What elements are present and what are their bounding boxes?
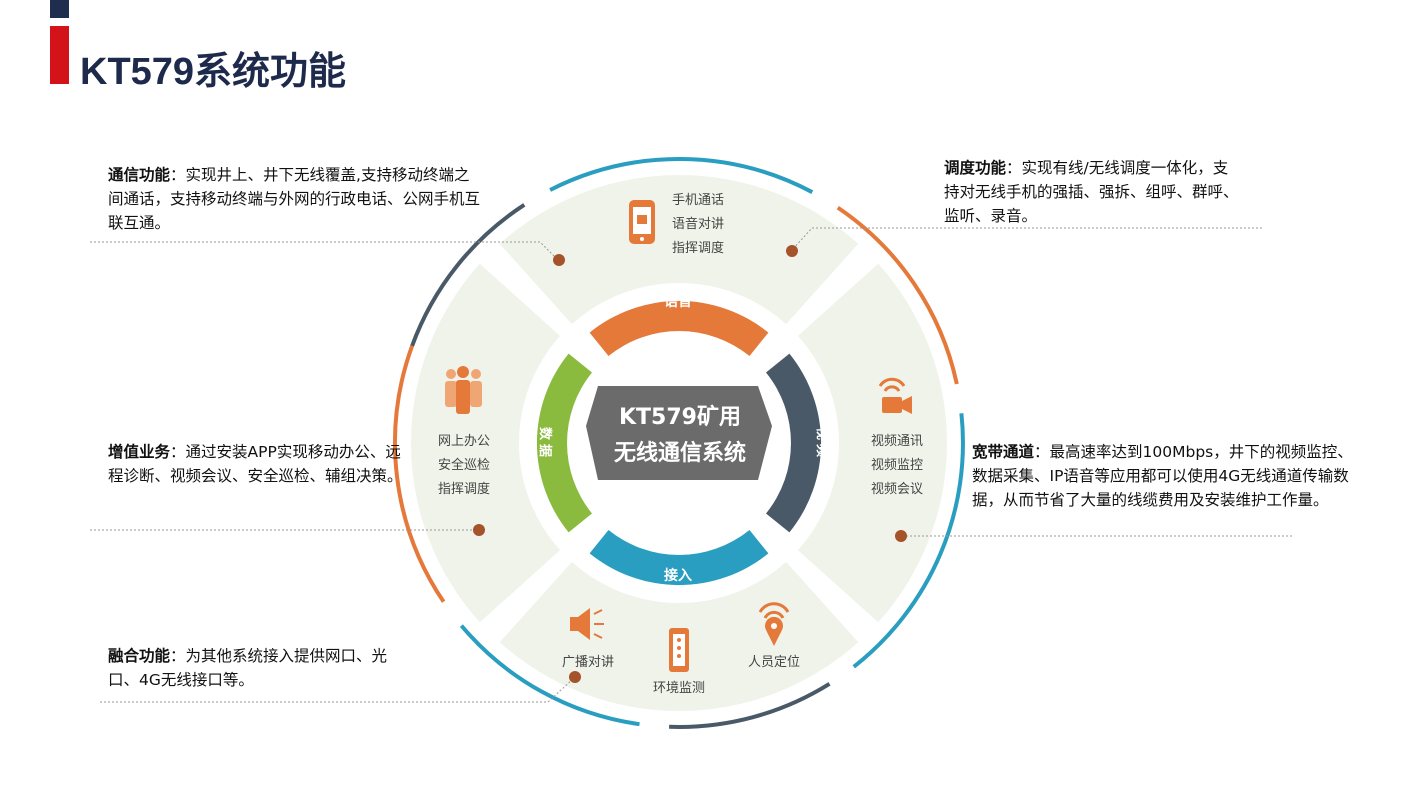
video-camera-icon [878, 377, 912, 414]
bottom-sector-label-environment: 环境监测 [653, 681, 705, 696]
connector-comm [90, 241, 559, 261]
bottom-sector-label-location: 人员定位 [748, 655, 800, 670]
loudspeaker-icon [570, 608, 604, 640]
ring-arc-video [766, 353, 822, 533]
ring-arc-data [536, 353, 592, 533]
title-accent-red [50, 26, 69, 84]
callout-comm-sep: ： [170, 166, 186, 184]
connector-dispatch [791, 227, 1262, 251]
mobile-phone-icon [629, 200, 655, 244]
connector-dot-value [473, 524, 485, 536]
ring-label-video: 视频 [814, 427, 830, 461]
outer-ring-segment-teal-1 [549, 157, 814, 194]
connector-dot-fusion [569, 671, 581, 683]
outer-ring-segment-orange-2 [393, 345, 446, 603]
ring-arc-access [589, 530, 769, 586]
bottom-sector-label-broadcast: 广播对讲 [562, 655, 614, 670]
callout-fusion-body: 为其他系统接入提供网口、光口、4G无线接口等。 [108, 647, 388, 689]
connector-dot-comm [553, 254, 565, 266]
callout-broadband-sep: ： [1034, 443, 1050, 461]
outer-ring-segment-slate-2 [669, 682, 831, 729]
callout-fusion: 融合功能：为其他系统接入提供网口、光口、4G无线接口等。 [108, 644, 408, 692]
top-sector-item-3: 指挥调度 [672, 240, 724, 256]
callout-broadband-body: 最高速率达到100Mbps，井下的视频监控、数据采集、IP语音等应用都可以使用4… [972, 443, 1353, 509]
connector-dot-broadband [895, 530, 907, 542]
center-title-line2: 无线通信系统 [614, 440, 746, 466]
connector-dot-dispatch [786, 245, 798, 257]
callout-dispatch-body: 实现有线/无线调度一体化，支持对无线手机的强插、强拆、组呼、群呼、监听、录音。 [944, 159, 1239, 225]
right-sector-item-1: 视频通讯 [871, 434, 923, 449]
ring-label-voice: 语音 [664, 293, 692, 310]
left-sector-item-1: 网上办公 [438, 434, 490, 449]
inner-ring [536, 300, 822, 586]
callout-dispatch-head: 调度功能 [944, 159, 1007, 177]
center-title-line1: KT579矿用 [619, 404, 741, 430]
connector-dots [473, 245, 907, 683]
callout-value: 增值业务：通过安装APP实现移动办公、远程诊断、视频会议、安全巡检、辅组决策。 [108, 440, 404, 488]
callout-value-body: 通过安装APP实现移动办公、远程诊断、视频会议、安全巡检、辅组决策。 [108, 443, 403, 485]
callout-comm-body: 实现井上、井下无线覆盖,支持移动终端之间通话，支持移动终端与外网的行政电话、公网… [108, 166, 481, 232]
callout-broadband-head: 宽带通道 [972, 443, 1035, 461]
callout-comm-head: 通信功能 [108, 166, 171, 184]
ring-arc-voice [589, 300, 769, 356]
connector-fusion [100, 677, 575, 703]
outer-ring [393, 157, 965, 729]
top-sector-item-1: 手机通话 [672, 193, 724, 208]
callout-broadband: 宽带通道：最高速率达到100Mbps，井下的视频监控、数据采集、IP语音等应用都… [972, 440, 1364, 512]
right-sector-item-3: 视频会议 [871, 482, 923, 497]
ring-label-data: 数据 [537, 427, 553, 461]
sector-panel-left [410, 263, 561, 623]
callout-fusion-head: 融合功能 [108, 647, 171, 665]
outer-ring-segment-orange-1 [836, 205, 959, 385]
callout-value-sep: ： [170, 443, 186, 461]
callout-comm: 通信功能：实现井上、井下无线覆盖,支持移动终端之间通话，支持移动终端与外网的行政… [108, 163, 480, 235]
people-group-icon [445, 366, 482, 414]
callout-dispatch-sep: ： [1006, 159, 1022, 177]
outer-ring-segment-slate-1 [410, 203, 526, 347]
sector-panel-top [499, 174, 859, 325]
callout-fusion-sep: ： [170, 647, 186, 665]
environment-sensor-icon [669, 628, 689, 672]
title-accent-navy [50, 0, 69, 18]
outer-ring-segment-teal-3 [459, 624, 640, 727]
left-sector-item-3: 指挥调度 [438, 481, 490, 497]
location-pin-icon [758, 602, 790, 646]
connector-lines [90, 227, 1294, 703]
top-sector-item-2: 语音对讲 [672, 216, 724, 232]
callout-dispatch: 调度功能：实现有线/无线调度一体化，支持对无线手机的强插、强拆、组呼、群呼、监听… [944, 156, 1240, 228]
sector-panel-right [797, 263, 948, 623]
outer-ring-segment-teal-2 [852, 413, 965, 669]
center-badge: KT579矿用 无线通信系统 [586, 386, 772, 480]
left-sector-item-2: 安全巡检 [438, 457, 490, 473]
callout-value-head: 增值业务 [108, 443, 171, 461]
page-title: KT579系统功能 [80, 51, 347, 93]
sector-panels [410, 174, 948, 712]
center-badge-shape [586, 386, 772, 480]
ring-label-access: 接入 [664, 567, 692, 584]
right-sector-item-2: 视频监控 [871, 458, 923, 473]
